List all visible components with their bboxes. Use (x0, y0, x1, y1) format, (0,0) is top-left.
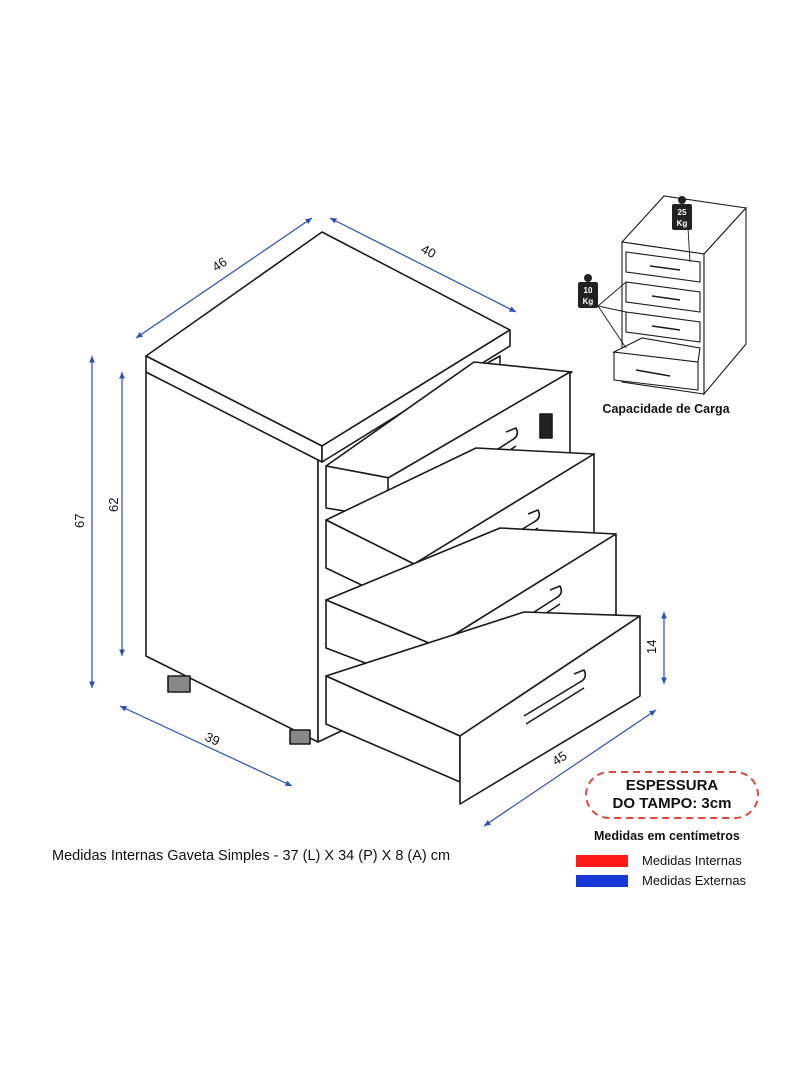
cabinet-drawing (145, 231, 641, 805)
inset-title: Capacidade de Carga (602, 402, 730, 416)
units-note: Medidas em centímetros (594, 829, 740, 843)
foot-left (167, 675, 191, 693)
svg-text:25: 25 (678, 208, 687, 217)
lock-icon (539, 413, 553, 439)
thickness-badge: ESPESSURA DO TAMPO: 3cm (584, 770, 760, 820)
weight-icon-drawer: 10 Kg (578, 274, 598, 308)
legend-swatch-external (576, 874, 628, 887)
legend-label-external: Medidas Externas (642, 873, 747, 888)
legend-item-external: Medidas Externas (576, 873, 746, 888)
label-top-depth: 46 (209, 254, 229, 275)
label-drawer-depth: 45 (549, 748, 569, 769)
label-drawer-height: 14 (644, 640, 659, 654)
legend-item-internal: Medidas Internas (576, 853, 742, 868)
cabinet-top-right-edge (321, 329, 511, 463)
svg-text:Kg: Kg (583, 297, 594, 306)
thickness-line2: DO TAMPO: 3cm (612, 795, 732, 812)
svg-text:Kg: Kg (677, 219, 688, 228)
dimension-labels: 46 40 67 62 39 45 14 (72, 241, 659, 768)
dim-line-drawer-depth (483, 709, 657, 827)
label-body-height: 62 (106, 498, 121, 512)
dim-line-top-depth (135, 217, 313, 339)
load-capacity-inset (597, 195, 748, 396)
legend-swatch-internal (576, 854, 628, 867)
legend-label-internal: Medidas Internas (642, 853, 742, 868)
svg-text:10: 10 (584, 286, 593, 295)
label-total-height: 67 (72, 514, 87, 528)
foot-right (289, 729, 311, 745)
label-base-depth: 39 (203, 729, 222, 749)
dim-line-base-depth (119, 705, 293, 787)
weight-icon-top: 25 Kg (672, 196, 692, 230)
label-top-width: 40 (419, 241, 439, 261)
thickness-line1: ESPESSURA (625, 777, 719, 794)
dim-line-top-width (329, 217, 517, 313)
dimension-lines (89, 217, 667, 827)
drawer-internal-measures-caption: Medidas Internas Gaveta Simples - 37 (L)… (52, 848, 451, 864)
